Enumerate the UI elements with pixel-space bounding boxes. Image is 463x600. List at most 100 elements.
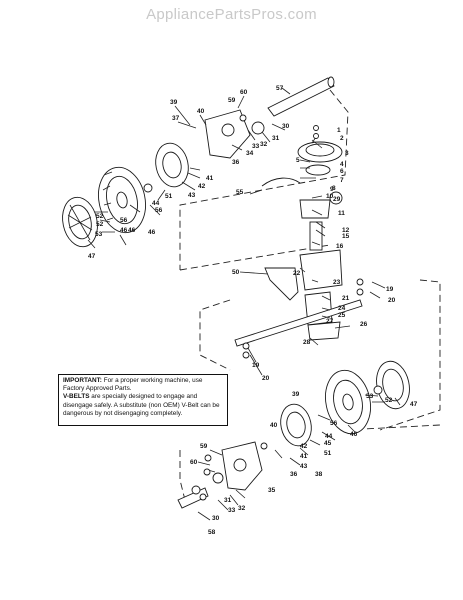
callout-29: 29 bbox=[333, 196, 341, 203]
lower-drive-gear bbox=[280, 403, 312, 447]
callout-23: 23 bbox=[333, 279, 341, 286]
callout-21: 21 bbox=[342, 295, 350, 302]
callout-30: 30 bbox=[282, 123, 290, 130]
upper-gearbox-bracket bbox=[204, 109, 265, 159]
upper-drive-gear bbox=[155, 142, 189, 188]
leader-lines bbox=[87, 87, 401, 521]
callout-19: 19 bbox=[386, 286, 394, 293]
callout-6: 6 bbox=[340, 168, 344, 175]
vbelts-label: V-BELTS bbox=[63, 393, 90, 401]
callout-36: 36 bbox=[232, 159, 240, 166]
callout-27: 27 bbox=[326, 318, 334, 325]
callout-9: 9 bbox=[330, 186, 334, 193]
callout-46: 46 bbox=[120, 227, 128, 234]
callout-25: 25 bbox=[338, 312, 346, 319]
callout-58: 58 bbox=[208, 529, 216, 536]
callout-10: 10 bbox=[326, 193, 334, 200]
callout-7: 7 bbox=[340, 177, 344, 184]
callout-56b: 56 bbox=[155, 207, 163, 214]
callout-3: 3 bbox=[345, 150, 349, 157]
callout-30b: 30 bbox=[212, 515, 220, 522]
callout-43: 43 bbox=[188, 192, 196, 199]
lower-wheel-hubcap bbox=[376, 360, 410, 410]
callout-47b: 47 bbox=[410, 401, 418, 408]
drive-pulley bbox=[297, 141, 343, 176]
callout-12: 12 bbox=[342, 227, 350, 234]
site-watermark: AppliancePartsPros.com bbox=[146, 6, 317, 23]
callout-41: 41 bbox=[206, 175, 214, 182]
callout-39: 39 bbox=[170, 99, 178, 106]
callout-11: 11 bbox=[338, 210, 345, 217]
callout-33b: 33 bbox=[228, 507, 236, 514]
callout-circle-29 bbox=[329, 191, 343, 205]
callout-4: 4 bbox=[340, 161, 344, 168]
callout-31: 31 bbox=[272, 135, 280, 142]
lower-rear-wheel bbox=[325, 369, 371, 435]
callout-47: 47 bbox=[88, 253, 96, 260]
callout-50: 50 bbox=[232, 269, 240, 276]
callout-42b: 42 bbox=[300, 443, 308, 450]
callout-44b: 44 bbox=[325, 433, 333, 440]
callout-20: 20 bbox=[388, 297, 396, 304]
callout-36b: 36 bbox=[290, 471, 298, 478]
callout-34: 34 bbox=[246, 150, 254, 157]
callout-40b: 40 bbox=[270, 422, 278, 429]
callout-52: 52 bbox=[96, 213, 104, 220]
callout-46c: 46 bbox=[148, 229, 156, 236]
mounting-bracket bbox=[264, 267, 299, 301]
callout-19b: 19 bbox=[252, 362, 260, 369]
callout-16: 16 bbox=[336, 243, 344, 250]
callout-26: 26 bbox=[360, 321, 368, 328]
callout-24: 24 bbox=[338, 305, 346, 312]
important-text: For a proper working machine, use Factor… bbox=[63, 377, 203, 393]
important-label: IMPORTANT: bbox=[63, 377, 102, 384]
callout-28: 28 bbox=[303, 339, 311, 346]
callout-60: 60 bbox=[240, 89, 248, 96]
upper-wheel-hubcap bbox=[62, 196, 98, 248]
callout-51: 51 bbox=[165, 193, 173, 200]
callout-41b: 41 bbox=[300, 453, 308, 460]
callout-43b: 43 bbox=[300, 463, 308, 470]
callout-46d: 46 bbox=[350, 431, 358, 438]
callout-53b: 53 bbox=[366, 393, 374, 400]
callout-22: 22 bbox=[293, 270, 301, 277]
vbelts-text: are specially designed to engage and dis… bbox=[63, 393, 220, 417]
lower-gearbox-bracket bbox=[212, 441, 263, 491]
callout-56: 56 bbox=[120, 217, 128, 224]
callout-32: 32 bbox=[260, 141, 268, 148]
main-axle bbox=[234, 299, 363, 347]
callout-35: 35 bbox=[268, 487, 276, 494]
callout-40: 40 bbox=[197, 108, 205, 115]
upper-axle bbox=[267, 76, 335, 117]
callout-52b: 52 bbox=[96, 221, 104, 228]
callout-31b: 31 bbox=[224, 497, 232, 504]
callout-57: 57 bbox=[276, 85, 284, 92]
fasteners bbox=[143, 125, 383, 501]
callout-39b: 39 bbox=[292, 391, 300, 398]
callout-53: 53 bbox=[95, 231, 103, 238]
callout-44: 44 bbox=[152, 200, 160, 207]
callout-labels: 57 60 59 39 40 37 30 31 32 33 34 36 41 4… bbox=[88, 85, 418, 536]
callout-8: 8 bbox=[332, 185, 336, 192]
upper-dashed-outline bbox=[179, 89, 349, 271]
callout-52c: 52 bbox=[385, 397, 393, 404]
callout-60b: 60 bbox=[190, 459, 198, 466]
callout-1: 1 bbox=[337, 127, 341, 134]
v-belt bbox=[261, 177, 301, 187]
callout-37: 37 bbox=[172, 115, 180, 122]
callout-45: 45 bbox=[324, 440, 332, 447]
callout-55: 55 bbox=[236, 189, 244, 196]
callout-59b: 59 bbox=[200, 443, 208, 450]
callout-32b: 32 bbox=[238, 505, 246, 512]
callout-46b: 46 bbox=[128, 227, 136, 234]
callout-5: 5 bbox=[296, 157, 300, 164]
callout-2: 2 bbox=[340, 135, 344, 142]
callout-42: 42 bbox=[198, 183, 206, 190]
callout-38: 38 bbox=[315, 471, 323, 478]
important-notice-box: IMPORTANT: For a proper working machine,… bbox=[58, 374, 228, 426]
callout-56c: 56 bbox=[330, 420, 338, 427]
upper-rear-wheel bbox=[98, 166, 146, 234]
callout-59: 59 bbox=[228, 97, 236, 104]
middle-dashed-outline bbox=[199, 279, 441, 431]
